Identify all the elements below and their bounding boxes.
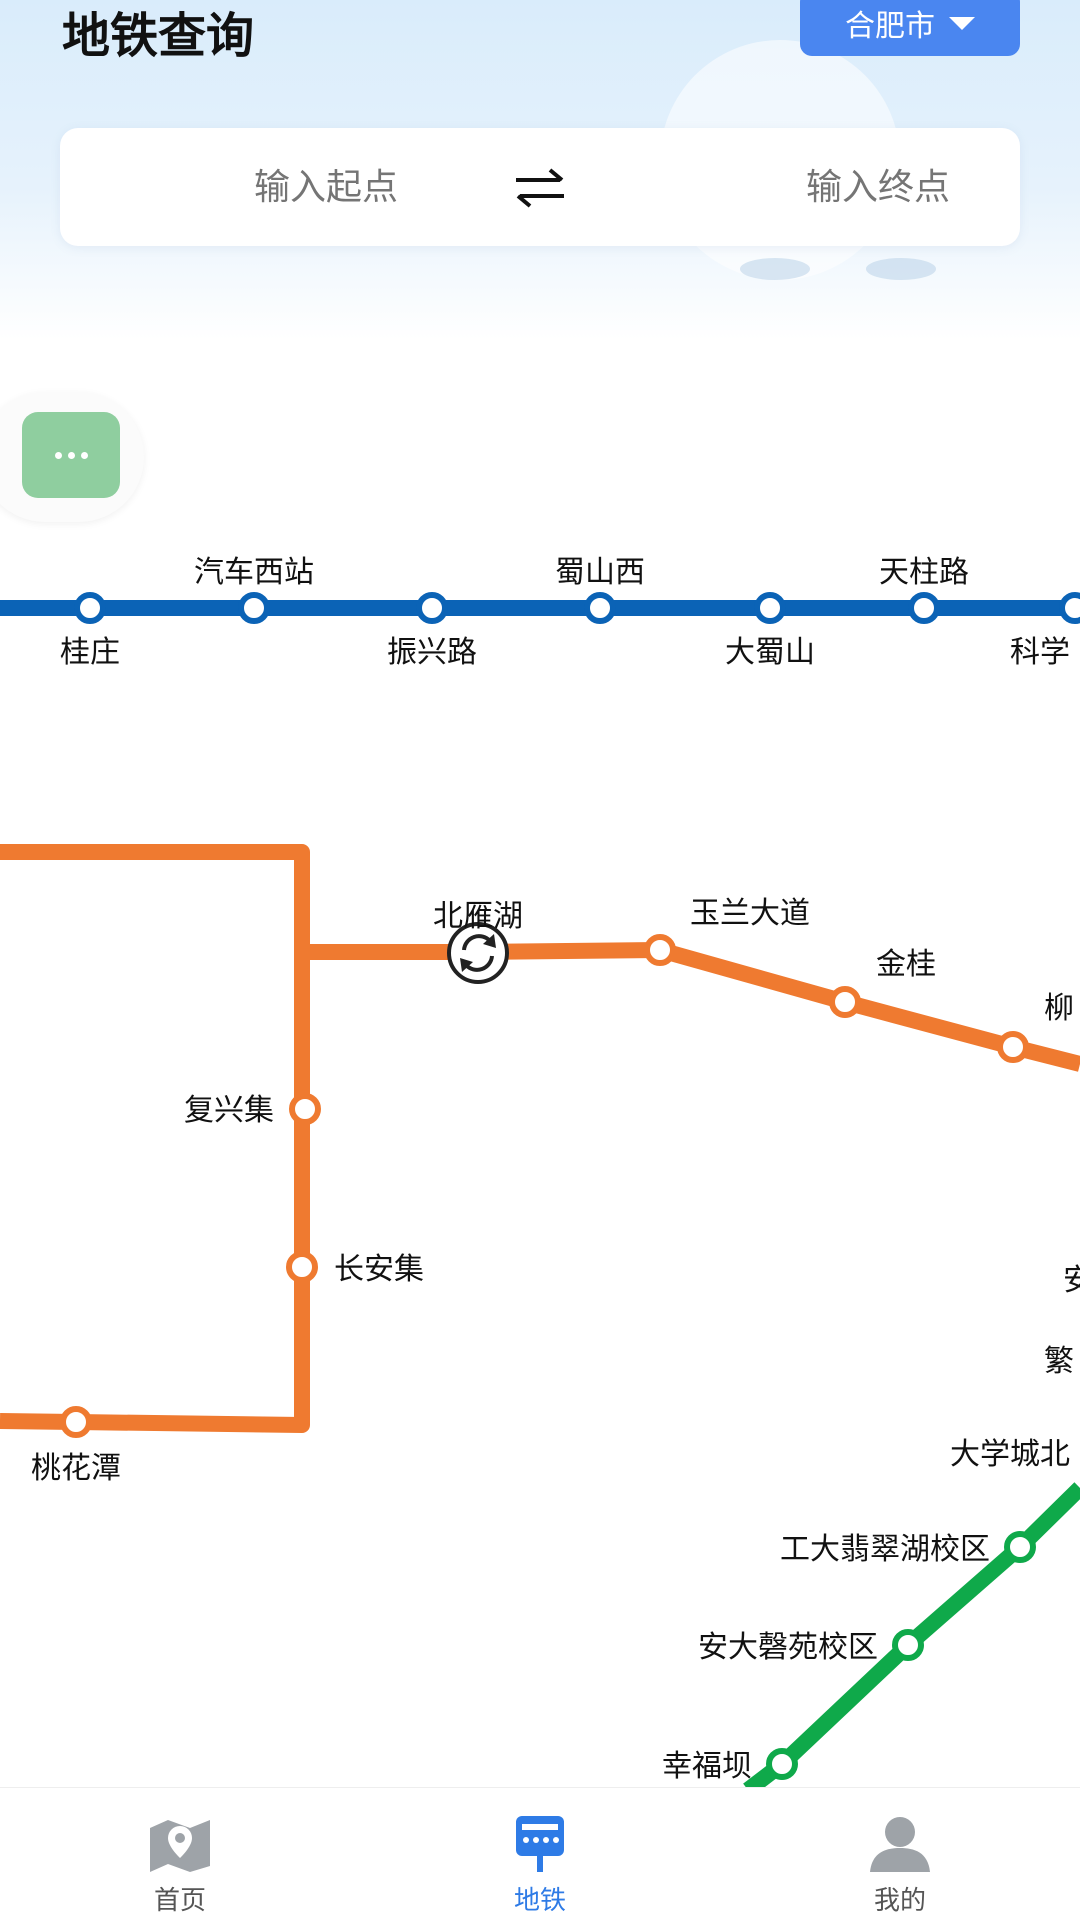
station-node[interactable] <box>1059 592 1080 624</box>
swap-icon[interactable] <box>512 166 568 210</box>
station-label[interactable]: 繁 <box>1044 1344 1074 1379</box>
more-icon <box>54 451 62 459</box>
station-node[interactable] <box>644 934 676 966</box>
station-label[interactable]: 幸福坝 <box>662 1749 752 1784</box>
station-label[interactable]: 安 <box>1063 1263 1080 1298</box>
station-label[interactable]: 北雁湖 <box>433 899 523 934</box>
station-node[interactable] <box>60 1406 92 1438</box>
user-icon <box>870 1817 930 1872</box>
tab-label: 首页 <box>153 1886 206 1916</box>
station-label[interactable]: 天柱路 <box>879 555 969 590</box>
transfer-station-icon[interactable] <box>447 922 509 984</box>
station-node[interactable] <box>1004 1531 1036 1563</box>
tab-label: 地铁 <box>513 1886 566 1916</box>
station-label[interactable]: 金桂 <box>876 947 936 982</box>
station-label[interactable]: 长安集 <box>334 1252 424 1287</box>
tab-subway[interactable]: 地铁 <box>440 1788 640 1921</box>
map-icon <box>150 1820 210 1872</box>
station-label[interactable]: 桂庄 <box>60 635 120 670</box>
bottom-tab-bar: 首页 地铁 我的 <box>0 1787 1080 1921</box>
tab-home[interactable]: 首页 <box>80 1788 280 1921</box>
station-label[interactable]: 复兴集 <box>184 1093 274 1128</box>
page-title: 地铁查询 <box>62 8 255 64</box>
station-node[interactable] <box>892 1629 924 1661</box>
end-station-input[interactable] <box>716 128 1040 248</box>
station-node[interactable] <box>289 1093 321 1125</box>
station-node[interactable] <box>238 592 270 624</box>
city-selector-button[interactable]: 合肥市 <box>800 0 1020 56</box>
metro-map[interactable]: 汽车西站 蜀山西 天柱路 桂庄 振兴路 大蜀山 科学 北雁湖 玉兰大道 金桂 柳… <box>0 0 1080 1787</box>
station-node[interactable] <box>286 1251 318 1283</box>
city-label: 合肥市 <box>845 9 935 44</box>
station-label[interactable]: 振兴路 <box>387 635 477 670</box>
station-node[interactable] <box>997 1031 1029 1063</box>
station-label[interactable]: 科学 <box>1010 635 1070 670</box>
station-label[interactable]: 安大磬苑校区 <box>698 1630 878 1665</box>
station-node[interactable] <box>584 592 616 624</box>
station-label[interactable]: 汽车西站 <box>194 555 314 590</box>
station-label[interactable]: 大学城北 <box>950 1437 1070 1472</box>
station-label[interactable]: 玉兰大道 <box>690 896 810 931</box>
station-node[interactable] <box>74 592 106 624</box>
tab-label: 我的 <box>873 1886 926 1916</box>
subway-icon <box>516 1816 564 1872</box>
station-label[interactable]: 桃花潭 <box>31 1451 121 1486</box>
station-node[interactable] <box>416 592 448 624</box>
station-label[interactable]: 柳 <box>1044 991 1074 1026</box>
more-button[interactable] <box>22 412 120 498</box>
route-search-card <box>60 128 1040 248</box>
station-node[interactable] <box>754 592 786 624</box>
start-station-input[interactable] <box>164 128 488 248</box>
station-node[interactable] <box>829 986 861 1018</box>
station-label[interactable]: 工大翡翠湖校区 <box>780 1532 990 1567</box>
more-icon <box>80 451 88 459</box>
line-orange <box>0 844 1080 1433</box>
station-node[interactable] <box>766 1748 798 1780</box>
station-label[interactable]: 大蜀山 <box>725 635 815 670</box>
chevron-down-icon <box>949 16 975 30</box>
station-node[interactable] <box>908 592 940 624</box>
decorative-pin-shadow <box>866 258 936 280</box>
tab-profile[interactable]: 我的 <box>800 1788 1000 1921</box>
station-label[interactable]: 蜀山西 <box>555 555 645 590</box>
more-icon <box>67 451 75 459</box>
decorative-pin-shadow <box>740 258 810 280</box>
